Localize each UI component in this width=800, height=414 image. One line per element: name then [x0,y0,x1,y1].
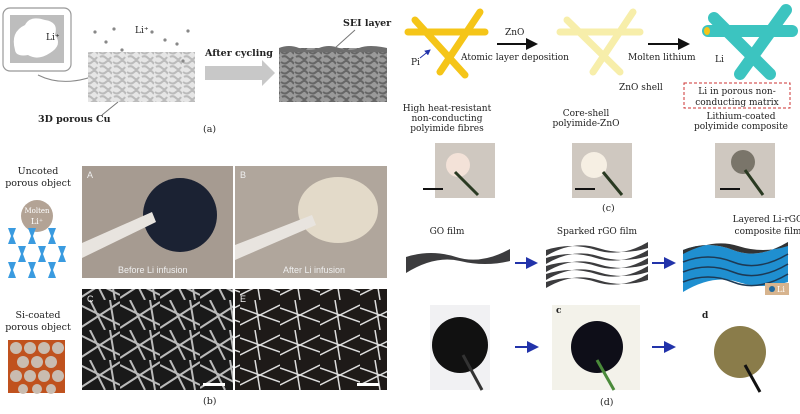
lithium-coated-fibres [702,4,798,80]
svg-text:Molten: Molten [24,207,50,215]
svg-text:ZnO shell: ZnO shell [619,83,663,93]
svg-text:SEI layer: SEI layer [343,18,392,29]
molten-li-drop [21,200,53,232]
svg-text:E: E [240,294,246,304]
svg-text:Li⁺: Li⁺ [135,26,149,36]
zno-coated-fibres [556,8,644,76]
svg-text:After cycling: After cycling [204,48,273,59]
matrix-callout [683,82,791,109]
panel-d: GO film Sparked rGO film Layered Li-rGO … [406,215,800,408]
svg-text:3D porous Cu: 3D porous Cu [38,114,111,125]
sei-block [279,48,387,102]
sparked-rgo-film [546,242,648,288]
svg-text:B: B [240,170,246,180]
svg-text:Li: Li [715,55,724,65]
svg-text:Li⁺: Li⁺ [31,217,43,226]
scale-bar [203,383,225,386]
svg-text:Li in porous non-: Li in porous non- [698,87,775,97]
panel-b: Uncoted porous object Molten Li⁺ Si-coat… [5,166,387,407]
svg-text:Atomic layer deposition: Atomic layer deposition [460,53,569,63]
svg-text:(d): (d) [600,397,614,408]
uncoated-lattice [8,228,66,278]
svg-text:polyimide composite: polyimide composite [694,122,788,132]
photo-pi-zno [572,143,632,198]
svg-text:Si-coated: Si-coated [16,310,61,321]
photo-li-rgo [714,326,766,378]
go-film [406,249,510,273]
panel-a: Li⁺ Li⁺ After cycling SEI layer 3D porou… [2,7,392,135]
svg-text:Uncoted: Uncoted [18,166,59,177]
svg-text:High heat-resistant: High heat-resistant [403,104,492,114]
svg-text:Li⁺: Li⁺ [46,33,60,43]
li-rgo-composite-film [682,242,789,292]
svg-text:(c): (c) [602,203,615,214]
svg-text:porous object: porous object [5,178,71,189]
li-ions [93,27,190,63]
svg-text:Core-shell: Core-shell [563,109,610,119]
li-particle [13,18,59,58]
svg-text:non-conducting: non-conducting [412,114,483,124]
panel-c: Pi ZnO Atomic layer deposition ZnO shell… [403,4,798,214]
svg-text:polyimide fibres: polyimide fibres [410,124,484,134]
svg-text:Pi: Pi [411,58,420,68]
li-legend [765,283,789,295]
svg-text:Layered Li-rGO: Layered Li-rGO [733,215,800,225]
svg-text:(a): (a) [203,124,216,135]
pi-fibres [404,8,489,79]
photo-li-composite [715,143,775,198]
svg-text:Before Li infusion: Before Li infusion [118,265,188,275]
svg-text:C: C [87,294,94,304]
svg-text:Li: Li [777,285,785,294]
svg-text:Sparked rGO film: Sparked rGO film [557,227,638,237]
svg-text:porous object: porous object [5,322,71,333]
photo-go-film [430,305,490,391]
svg-text:Molten lithium: Molten lithium [628,53,696,63]
svg-text:(b): (b) [203,396,217,407]
porous-cu-block [88,52,195,102]
svg-text:GO film: GO film [430,227,465,237]
svg-text:After Li infusion: After Li infusion [283,265,345,275]
sem-image-c [82,289,233,390]
svg-text:ZnO: ZnO [505,28,524,38]
svg-text:conducting matrix: conducting matrix [695,98,779,108]
svg-text:composite film: composite film [735,227,800,237]
svg-text:polyimide-ZnO: polyimide-ZnO [553,119,620,129]
sem-image-e [235,289,387,390]
photo-pi-fibres [423,143,495,198]
svg-text:Lithium-coated: Lithium-coated [706,112,775,122]
scale-bar [357,383,379,386]
svg-text:A: A [87,170,93,180]
svg-text:c: c [556,306,562,316]
svg-text:d: d [702,311,709,321]
after-cycling-arrow [205,60,275,86]
